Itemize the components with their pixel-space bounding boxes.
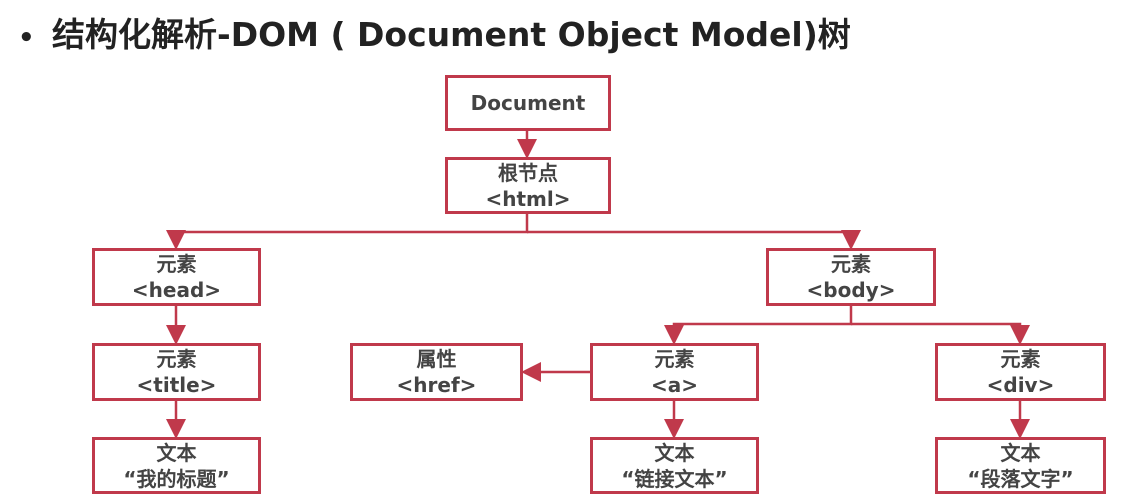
node-body: 元素<body> — [766, 248, 936, 306]
node-tag: <href> — [396, 373, 477, 397]
node-value: “段落文字” — [967, 466, 1074, 491]
node-type: 元素 — [1000, 347, 1041, 371]
edge-body-a — [664, 305, 853, 345]
node-type: 文本 — [156, 440, 197, 465]
edge-html-body — [527, 230, 861, 250]
edge-body-div — [851, 322, 1030, 345]
node-label: Document — [470, 91, 586, 115]
node-href: 属性<href> — [350, 343, 523, 401]
node-html: 根节点<html> — [445, 157, 611, 214]
node-tag: <a> — [650, 373, 698, 397]
node-type: 文本 — [654, 440, 695, 465]
node-document: Document — [445, 75, 611, 131]
node-tag: <html> — [485, 186, 571, 211]
node-type: 属性 — [416, 347, 457, 371]
node-a: 元素<a> — [590, 343, 759, 401]
node-type: 元素 — [654, 347, 695, 371]
node-tag: <head> — [131, 278, 222, 302]
node-text-title: 文本“我的标题” — [92, 437, 261, 494]
node-tag: <title> — [136, 373, 217, 397]
node-value: “链接文本” — [621, 466, 728, 491]
node-type: 文本 — [1000, 440, 1041, 465]
node-text-div: 文本“段落文字” — [935, 437, 1106, 494]
bullet: • — [18, 23, 35, 53]
node-value: “我的标题” — [123, 466, 230, 491]
edge-html-children — [166, 213, 529, 250]
node-type: 元素 — [831, 252, 871, 276]
node-head: 元素<head> — [92, 248, 261, 306]
slide-title: • 结构化解析-DOM ( Document Object Model)树 — [18, 8, 851, 56]
node-div: 元素<div> — [935, 343, 1106, 401]
node-type: 元素 — [156, 347, 197, 371]
node-tag: <body> — [806, 278, 896, 302]
node-type: 元素 — [156, 252, 197, 276]
node-title: 元素<title> — [92, 343, 261, 401]
node-type: 根节点 — [498, 160, 558, 185]
title-text: 结构化解析-DOM ( Document Object Model)树 — [52, 15, 851, 54]
node-text-a: 文本“链接文本” — [590, 437, 759, 494]
node-tag: <div> — [986, 373, 1055, 397]
